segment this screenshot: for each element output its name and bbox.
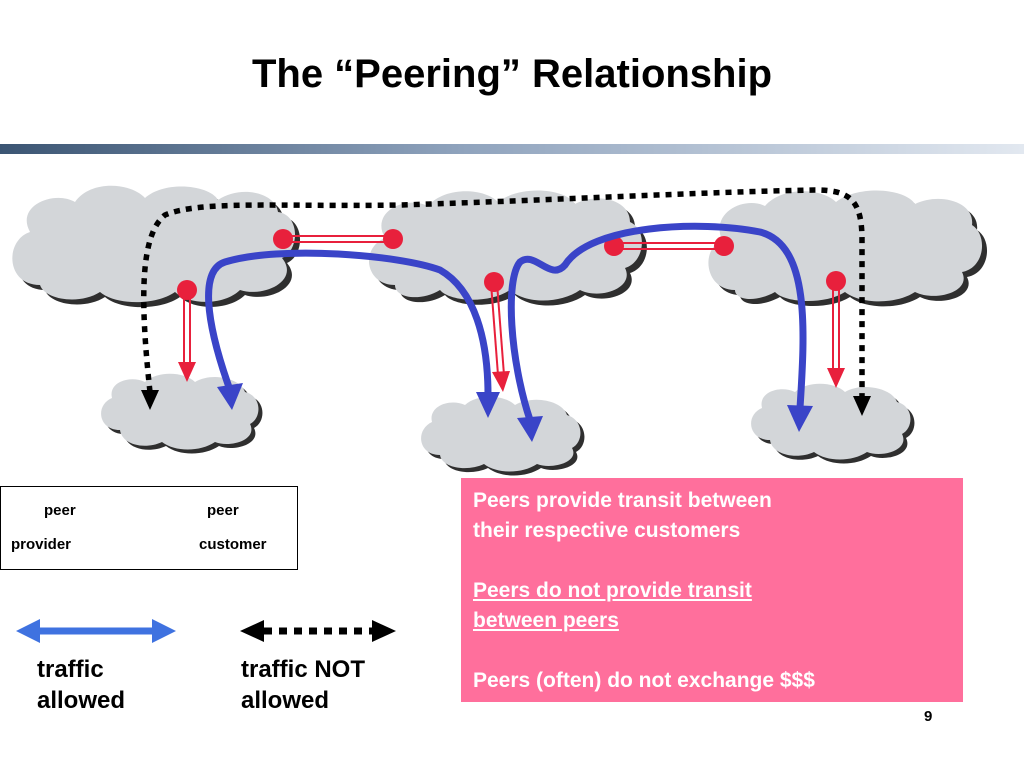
peer-link-right	[604, 236, 734, 256]
legend-traffic-allowed-arrow	[16, 619, 176, 643]
traffic-allowed-path-right	[507, 222, 813, 442]
legend-box	[0, 486, 298, 570]
legend-customer-label: customer	[199, 536, 267, 553]
traffic-allowed-label: traffic allowed	[37, 656, 126, 714]
title-divider-bar	[0, 144, 1024, 154]
peer-link-left	[273, 229, 403, 249]
info-line: Peers (often) do not exchange $$$	[473, 669, 815, 692]
info-line: their respective customers	[473, 519, 741, 542]
provider-customer-link-right	[826, 271, 846, 388]
info-line: Peers provide transit between	[473, 489, 772, 512]
provider-cloud-right	[708, 190, 988, 307]
info-box: Peers provide transit between their resp…	[461, 478, 963, 702]
customer-cloud-middle	[421, 396, 585, 476]
traffic-not-allowed-path	[141, 187, 871, 416]
legend-peer-right-label: peer	[207, 502, 239, 519]
provider-customer-link-middle	[484, 272, 510, 392]
traffic-allowed-path-left	[205, 249, 500, 418]
provider-customer-link-left	[177, 280, 197, 382]
legend-traffic-not-allowed-arrow	[240, 620, 396, 642]
slide-title: The “Peering” Relationship	[251, 52, 773, 96]
info-line-underlined: between peers	[473, 609, 619, 632]
page-number: 9	[924, 708, 933, 725]
legend-provider-label: provider	[11, 536, 72, 553]
traffic-not-allowed-label: traffic NOT allowed	[241, 656, 366, 714]
provider-cloud-left	[12, 185, 301, 308]
legend-peer-left-label: peer	[44, 502, 76, 519]
provider-cloud-middle	[368, 190, 647, 306]
info-line-underlined: Peers do not provide transit	[473, 579, 752, 602]
customer-cloud-right	[751, 383, 915, 464]
